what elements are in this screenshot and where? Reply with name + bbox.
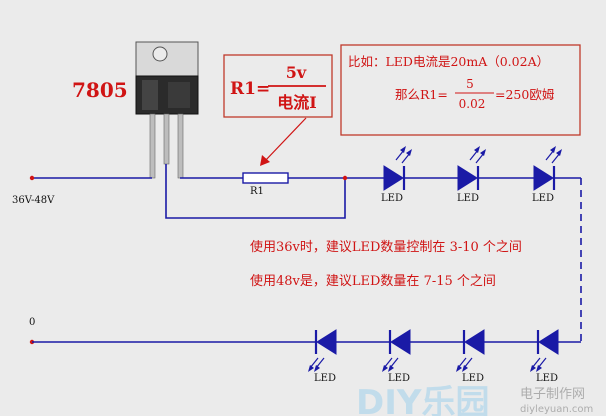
formula-denominator: 电流I (277, 93, 317, 112)
led-bottom-3 (456, 329, 485, 372)
led-bottom-1-label: LED (314, 373, 336, 384)
input-node (29, 175, 35, 181)
watermark-logo: DIY乐园 (356, 383, 490, 416)
led-top-3 (533, 146, 562, 191)
led-top-2-label: LED (457, 193, 479, 204)
note-36v: 使用36v时，建议LED数量控制在 3-10 个之间 (250, 239, 522, 255)
watermark-site-name: 电子制作网 (520, 387, 585, 402)
example-line2-prefix: 那么R1= (395, 87, 448, 102)
led-top-3-label: LED (532, 193, 554, 204)
formula-box: R1= 5v 电流I (223, 54, 333, 118)
resistor-label: R1 (250, 186, 264, 197)
example-line2-result: =250欧姆 (495, 87, 555, 102)
led-bottom-1 (308, 329, 337, 372)
example-line2-numerator: 5 (466, 77, 474, 91)
formula-arrow (260, 117, 307, 166)
formula-numerator: 5v (286, 63, 307, 82)
input-voltage-label: 36V-48V (12, 195, 55, 206)
note-48v: 使用48v是，建议LED数量在 7-15 个之间 (250, 273, 496, 289)
junction-node (342, 175, 348, 181)
example-line1: 比如：LED电流是20mA（0.02A） (348, 54, 549, 69)
watermark: DIY乐园 电子制作网 diyleyuan.com (356, 383, 593, 416)
watermark-url: diyleyuan.com (520, 404, 593, 415)
led-bottom-2-label: LED (388, 373, 410, 384)
example-box: 比如：LED电流是20mA（0.02A） 那么R1= 5 0.02 =250欧姆 (340, 44, 581, 136)
led-bottom-3-label: LED (462, 373, 484, 384)
resistor-r1 (242, 172, 289, 184)
regulator-7805 (135, 41, 199, 179)
led-bottom-4-label: LED (536, 373, 558, 384)
example-line2-denominator: 0.02 (459, 97, 486, 111)
formula-lhs: R1= (230, 79, 270, 99)
led-top-1-label: LED (381, 193, 403, 204)
top-rail (32, 164, 581, 219)
ground-label: 0 (29, 317, 35, 328)
led-bottom-2 (382, 329, 411, 372)
regulator-label: 7805 (72, 78, 128, 102)
led-top-2 (457, 146, 486, 191)
led-bottom-4 (530, 329, 559, 372)
led-top-1 (383, 146, 412, 191)
